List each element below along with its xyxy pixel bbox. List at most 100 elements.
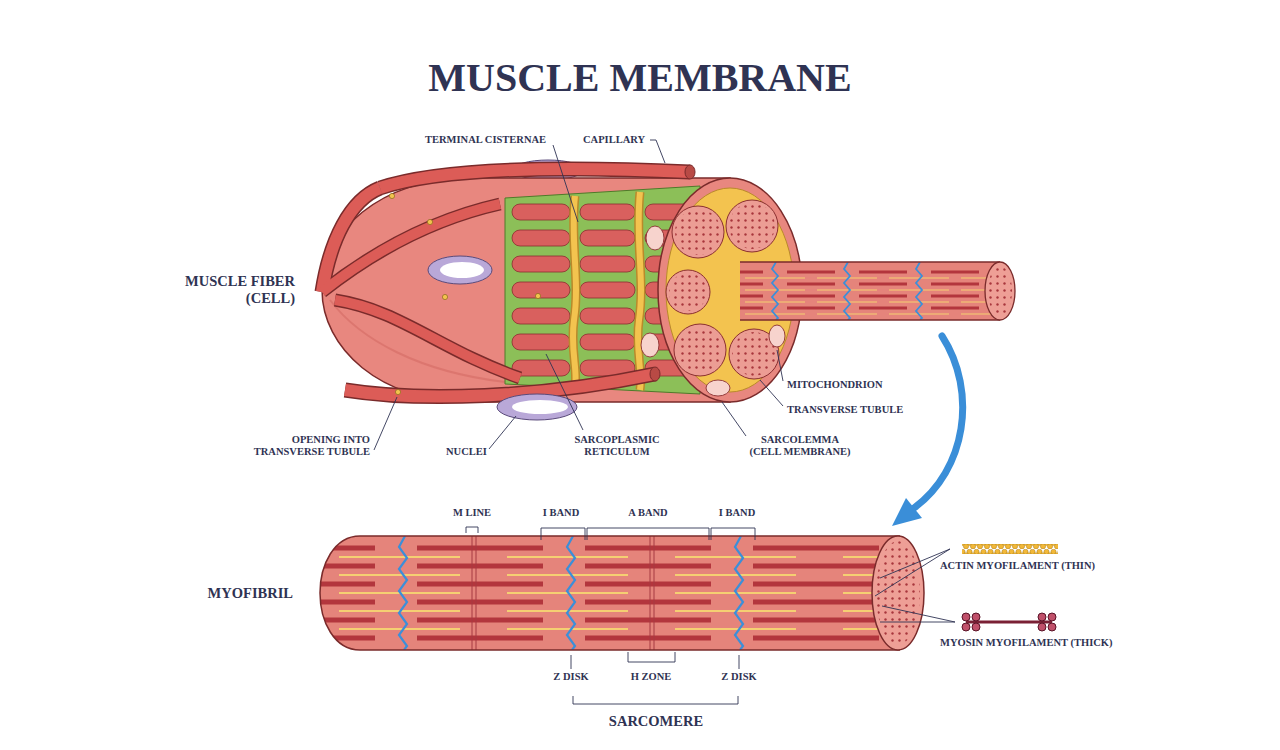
fiber-cross-section <box>674 324 726 376</box>
myofibril <box>319 574 930 576</box>
protruding-myofibril <box>740 271 1000 274</box>
myofibril <box>472 536 473 650</box>
part-label: MYOSIN MYOFILAMENT (THICK) <box>940 637 1112 649</box>
muscle-fiber <box>322 160 730 402</box>
fiber-cross-section <box>666 270 710 314</box>
fiber-cross-section <box>672 206 724 258</box>
nucleus <box>440 262 484 278</box>
transverse-tubule <box>573 192 641 390</box>
protruding-myofibril <box>740 283 1000 286</box>
actin-icon <box>962 544 1058 554</box>
myofibril <box>650 536 651 650</box>
protruding-myofibril <box>740 262 1000 320</box>
protruding-myofibril <box>985 262 1015 320</box>
myosin-icon <box>966 621 1052 624</box>
tubule-opening <box>442 294 447 299</box>
part-label: Z DISK <box>721 671 756 683</box>
leader-line <box>374 397 397 450</box>
muscle-fiber <box>322 178 730 402</box>
muscle-fiber <box>330 300 505 382</box>
protruding-myofibril <box>916 262 922 320</box>
myofibril <box>319 564 930 569</box>
part-label: NUCLEI <box>446 446 487 458</box>
capillary <box>380 169 690 188</box>
part-label: A BAND <box>628 507 667 519</box>
tubule-opening <box>395 389 400 394</box>
myosin-icon <box>1038 623 1046 631</box>
section-label: MUSCLE FIBER (CELL) <box>184 273 295 306</box>
myosin-icon <box>962 623 970 631</box>
protruding-myofibril <box>740 313 1000 314</box>
myofibril <box>320 536 900 650</box>
leader-line <box>875 549 950 596</box>
section-label: MYOFIBRIL <box>208 585 293 602</box>
mitochondrion <box>641 226 785 396</box>
transverse-tubule <box>638 192 641 390</box>
capillary <box>345 374 655 397</box>
tubule-opening <box>427 219 432 224</box>
protruding-myofibril <box>988 266 1012 316</box>
protruding-myofibril <box>740 301 1000 302</box>
myofibril <box>735 536 743 650</box>
part-label: TERMINAL CISTERNAE <box>425 134 546 146</box>
protruding-myofibril <box>740 307 1000 310</box>
diagram-title: MUSCLE MEMBRANE <box>428 55 851 101</box>
bracket <box>573 696 738 704</box>
tubule-opening <box>389 193 540 394</box>
protruding-myofibril <box>844 262 850 320</box>
bracket <box>466 527 478 533</box>
protruding-myofibril <box>740 319 1000 320</box>
part-label: I BAND <box>543 507 579 519</box>
myofibril <box>319 536 930 650</box>
part-label: Z DISK <box>553 671 588 683</box>
tubule-opening <box>535 293 540 298</box>
leader-line <box>571 655 572 669</box>
myosin-icon <box>962 613 1056 631</box>
part-label: CAPILLARY <box>583 134 645 146</box>
actin-icon <box>962 544 1058 554</box>
myofibril <box>654 536 655 650</box>
zoom-arrow <box>914 336 963 508</box>
leader-line <box>374 140 955 669</box>
part-label: SARCOLEMMA (CELL MEMBRANE) <box>749 434 852 458</box>
capillary <box>335 300 520 378</box>
transverse-tubule <box>638 192 641 390</box>
zoom-arrow <box>892 498 922 526</box>
myofibril <box>319 628 930 630</box>
leader-line <box>553 145 578 222</box>
part-label: H ZONE <box>631 671 672 683</box>
leader-line <box>722 402 746 436</box>
leader-line <box>760 380 783 406</box>
bracket <box>711 528 755 540</box>
part-label: OPENING INTO TRANSVERSE TUBULE <box>252 434 370 458</box>
protruding-myofibril <box>740 277 1000 278</box>
leader-line <box>546 354 583 430</box>
myofibril <box>319 592 930 594</box>
part-label: SARCOMERE <box>609 713 703 730</box>
fiber-cross-section <box>669 273 707 311</box>
mitochondrion <box>641 333 659 357</box>
myofibril <box>319 556 930 558</box>
leader-line <box>650 140 665 163</box>
transverse-tubule <box>573 196 576 386</box>
capillary <box>322 165 695 397</box>
part-label: ACTIN MYOFILAMENT (THIN) <box>940 560 1095 572</box>
leader-line <box>489 416 516 449</box>
myofibril <box>476 536 477 650</box>
fiber-cross-section <box>729 203 775 249</box>
fiber-cross-section <box>675 209 721 255</box>
bracket <box>541 528 585 540</box>
capillary <box>380 169 690 188</box>
myofibril <box>319 536 930 650</box>
myofibril <box>319 610 930 612</box>
leader-line <box>880 622 955 623</box>
mitochondrion <box>769 325 785 347</box>
myosin-icon <box>1048 623 1056 631</box>
capillary <box>335 300 520 378</box>
capillary <box>685 165 695 179</box>
myosin-icon <box>972 613 980 621</box>
myofibril <box>319 600 930 605</box>
myofibril <box>319 582 930 587</box>
myofibril <box>876 541 920 645</box>
